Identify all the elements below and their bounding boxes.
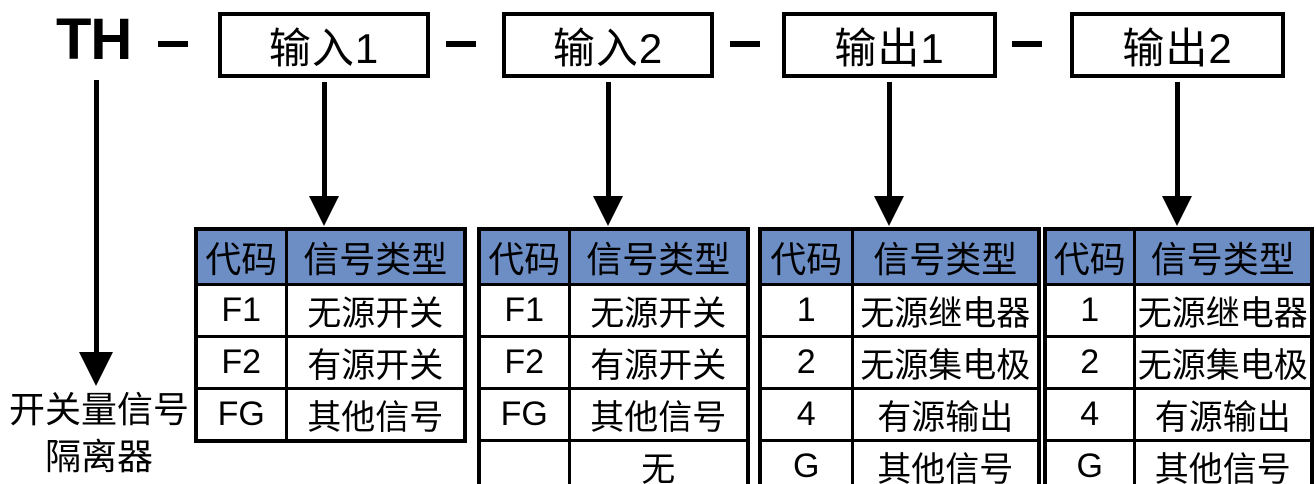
model-prefix: TH bbox=[56, 7, 132, 72]
type-cell: 无源继电器 bbox=[1132, 283, 1314, 338]
type-cell: 无 bbox=[567, 439, 750, 484]
down-arrow-head-icon bbox=[593, 196, 623, 226]
type-cell: 其他信号 bbox=[1132, 439, 1314, 484]
code-cell bbox=[477, 439, 571, 484]
table-row: G 其他信号 bbox=[758, 439, 1041, 484]
column-header-type: 信号类型 bbox=[284, 227, 467, 286]
table-row: 无 bbox=[477, 439, 750, 484]
type-cell: 有源开关 bbox=[567, 335, 750, 390]
code-table-input1: 代码 信号类型 F1 无源开关 F2 有源开关 FG 其他信号 bbox=[194, 227, 467, 443]
code-cell: F1 bbox=[194, 283, 288, 338]
separator-dash bbox=[446, 41, 476, 47]
separator-dash bbox=[730, 41, 760, 47]
table-row: F1 无源开关 bbox=[477, 283, 750, 338]
table-row: 2 无源集电极 bbox=[1043, 335, 1314, 390]
code-cell: F1 bbox=[477, 283, 571, 338]
down-arrow-head-icon bbox=[79, 352, 113, 386]
type-cell: 无源继电器 bbox=[850, 283, 1041, 338]
down-arrow-line bbox=[94, 80, 99, 354]
type-cell: 其他信号 bbox=[284, 387, 467, 443]
segment-box-input2: 输入2 bbox=[502, 12, 714, 78]
down-arrow-head-icon bbox=[874, 196, 904, 226]
code-cell: FG bbox=[477, 387, 571, 442]
code-cell: 4 bbox=[1043, 387, 1136, 442]
column-header-code: 代码 bbox=[194, 227, 288, 286]
column-header-type: 信号类型 bbox=[850, 227, 1041, 286]
segment-label: 输入2 bbox=[552, 24, 664, 72]
down-arrow-head-icon bbox=[1162, 196, 1192, 226]
code-cell: FG bbox=[194, 387, 288, 443]
type-cell: 有源输出 bbox=[850, 387, 1041, 442]
down-arrow-line bbox=[1175, 82, 1180, 198]
code-cell: F2 bbox=[194, 335, 288, 390]
column-header-code: 代码 bbox=[1043, 227, 1136, 286]
code-cell: G bbox=[758, 439, 854, 484]
table-row: G 其他信号 bbox=[1043, 439, 1314, 484]
table-row: F1 无源开关 bbox=[194, 283, 467, 338]
type-cell: 无源集电极 bbox=[850, 335, 1041, 390]
segment-box-output2: 输出2 bbox=[1070, 12, 1285, 78]
table-row: 1 无源继电器 bbox=[758, 283, 1041, 338]
segment-box-input1: 输入1 bbox=[218, 12, 430, 78]
down-arrow-line bbox=[887, 82, 892, 198]
type-cell: 其他信号 bbox=[850, 439, 1041, 484]
segment-label: 输入1 bbox=[268, 24, 380, 72]
table-row: 2 无源集电极 bbox=[758, 335, 1041, 390]
type-cell: 其他信号 bbox=[567, 387, 750, 442]
separator-dash bbox=[158, 41, 188, 47]
down-arrow-line bbox=[322, 82, 327, 198]
header-row: 代码 信号类型 bbox=[1043, 227, 1314, 286]
code-table-output1: 代码 信号类型 1 无源继电器 2 无源集电极 4 有源输出 G 其他信号 bbox=[758, 227, 1041, 484]
column-header-type: 信号类型 bbox=[1132, 227, 1314, 286]
down-arrow-head-icon bbox=[309, 196, 339, 226]
header-row: 代码 信号类型 bbox=[758, 227, 1041, 286]
code-cell: 2 bbox=[758, 335, 854, 390]
segment-label: 输出1 bbox=[834, 24, 945, 72]
down-arrow-line bbox=[606, 82, 611, 198]
product-name-line1: 开关量信号 bbox=[8, 389, 189, 430]
table-row: F2 有源开关 bbox=[194, 335, 467, 390]
type-cell: 无源开关 bbox=[284, 283, 467, 338]
segment-box-output1: 输出1 bbox=[782, 12, 997, 78]
code-table-input2: 代码 信号类型 F1 无源开关 F2 有源开关 FG 其他信号 无 bbox=[477, 227, 750, 484]
type-cell: 有源输出 bbox=[1132, 387, 1314, 442]
header-row: 代码 信号类型 bbox=[477, 227, 750, 286]
table-row: 4 有源输出 bbox=[1043, 387, 1314, 442]
code-cell: 1 bbox=[758, 283, 854, 338]
product-name: 开关量信号 隔离器 bbox=[0, 386, 198, 480]
code-table-output2: 代码 信号类型 1 无源继电器 2 无源集电极 4 有源输出 G 其他信号 bbox=[1043, 227, 1314, 484]
code-cell: 2 bbox=[1043, 335, 1136, 390]
type-cell: 有源开关 bbox=[284, 335, 467, 390]
type-cell: 无源集电极 bbox=[1132, 335, 1314, 390]
table-row: F2 有源开关 bbox=[477, 335, 750, 390]
type-cell: 无源开关 bbox=[567, 283, 750, 338]
table-row: 4 有源输出 bbox=[758, 387, 1041, 442]
column-header-code: 代码 bbox=[477, 227, 571, 286]
header-row: 代码 信号类型 bbox=[194, 227, 467, 286]
code-cell: G bbox=[1043, 439, 1136, 484]
product-name-line2: 隔离器 bbox=[44, 436, 153, 477]
table-row: 1 无源继电器 bbox=[1043, 283, 1314, 338]
code-cell: 4 bbox=[758, 387, 854, 442]
table-row: FG 其他信号 bbox=[194, 387, 467, 443]
column-header-code: 代码 bbox=[758, 227, 854, 286]
column-header-type: 信号类型 bbox=[567, 227, 750, 286]
code-cell: 1 bbox=[1043, 283, 1136, 338]
code-cell: F2 bbox=[477, 335, 571, 390]
table-row: FG 其他信号 bbox=[477, 387, 750, 442]
segment-label: 输出2 bbox=[1122, 24, 1233, 72]
separator-dash bbox=[1012, 41, 1042, 47]
